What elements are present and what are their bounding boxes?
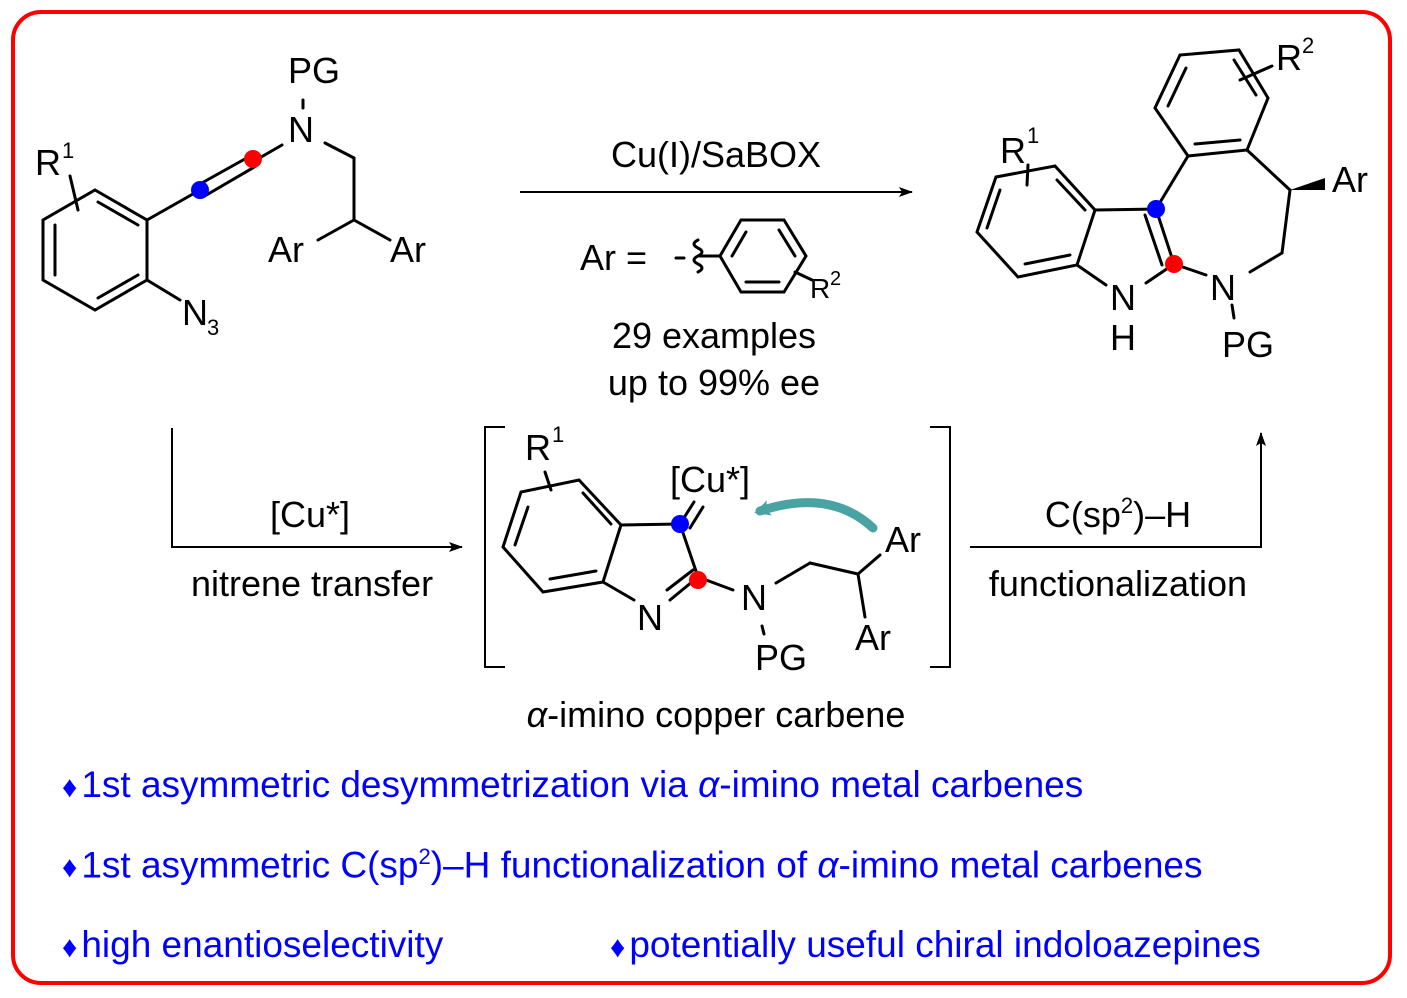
cu-label: [Cu*] — [670, 459, 750, 500]
ar-definition-label: Ar = — [580, 237, 647, 278]
main-reaction-arrow: Cu(I)/SaBOX Ar = R 2 29 examples up to 9… — [520, 134, 913, 403]
nh-h-label: H — [1110, 317, 1136, 358]
wavy-bond-icon — [692, 238, 704, 274]
ee-value: up to 99% ee — [608, 362, 820, 403]
pg-label: PG — [755, 637, 807, 678]
step1-label: nitrene transfer — [191, 563, 433, 604]
r1-label: R — [525, 427, 551, 468]
ar-bottom-label: Ar — [855, 617, 891, 658]
r2-label: R — [810, 273, 830, 304]
examples-count: 29 examples — [612, 315, 816, 356]
curved-arrow-icon — [754, 498, 878, 533]
product-indoloazepine: R 1 R 2 Ar N H N PG — [975, 33, 1368, 365]
blue-carbon-marker — [1147, 200, 1165, 218]
n-label: N — [741, 577, 767, 618]
imine-n-label: N — [637, 597, 663, 638]
n3-subscript: 3 — [207, 315, 219, 340]
nitrene-transfer-arrow: [Cu*] nitrene transfer — [171, 428, 463, 604]
left-bracket — [484, 426, 505, 668]
blue-carbon-marker — [191, 181, 209, 199]
starting-material: PG N R 1 Ar Ar N 3 — [35, 50, 426, 340]
step2-label-bottom: functionalization — [989, 563, 1247, 604]
r1-superscript: 1 — [62, 138, 74, 163]
highlight-item: ♦high enantioselectivity — [62, 924, 444, 965]
ch-functionalization-arrow: C(sp2)–H functionalization — [970, 432, 1266, 604]
step2-label-top: C(sp2)–H — [1045, 493, 1191, 535]
ar-top-label: Ar — [885, 519, 921, 560]
diamond-bullet-icon: ♦ — [610, 931, 626, 964]
n-label: N — [288, 109, 314, 150]
n-label: N — [1210, 267, 1236, 308]
catalyst-label: Cu(I)/SaBOX — [611, 134, 821, 175]
r1-attachment-bond — [68, 174, 80, 212]
step1-catalyst: [Cu*] — [270, 494, 350, 535]
intermediate-caption: α-imino copper carbene — [527, 694, 906, 735]
right-bracket — [930, 426, 951, 668]
r1-superscript: 1 — [552, 422, 564, 447]
pg-label: PG — [1222, 324, 1274, 365]
diamond-bullet-icon: ♦ — [62, 931, 78, 964]
highlight-item: ♦potentially useful chiral indoloazepine… — [610, 924, 1261, 965]
highlight-item: ♦1st asymmetric C(sp2)–H functionalizati… — [62, 844, 1203, 886]
alpha-imino-copper-carbene-intermediate: R 1 [Cu*] N N PG Ar Ar α-imino copper ca… — [484, 422, 951, 735]
n3-label: N — [182, 292, 208, 333]
highlight-item: ♦1st asymmetric desymmetrization via α-i… — [62, 764, 1084, 805]
r2-superscript: 2 — [830, 268, 841, 290]
ar-label: Ar — [1332, 159, 1368, 200]
diamond-bullet-icon: ♦ — [62, 771, 78, 804]
wedge-bond — [1290, 178, 1325, 190]
r1-label: R — [1000, 130, 1026, 171]
red-carbon-marker — [1165, 255, 1183, 273]
red-carbon-marker — [689, 571, 707, 589]
r2-label: R — [1276, 37, 1302, 78]
r1-label: R — [35, 142, 61, 183]
blue-carbon-marker — [671, 515, 689, 533]
pg-label: PG — [288, 50, 340, 91]
red-carbon-marker — [244, 150, 262, 168]
nh-n-label: N — [1110, 277, 1136, 318]
r1-superscript: 1 — [1027, 123, 1039, 148]
r2-superscript: 2 — [1302, 33, 1314, 58]
scheme-frame — [11, 10, 1392, 985]
ar-left-label: Ar — [268, 229, 304, 270]
diamond-bullet-icon: ♦ — [62, 851, 78, 885]
ar-right-label: Ar — [390, 229, 426, 270]
